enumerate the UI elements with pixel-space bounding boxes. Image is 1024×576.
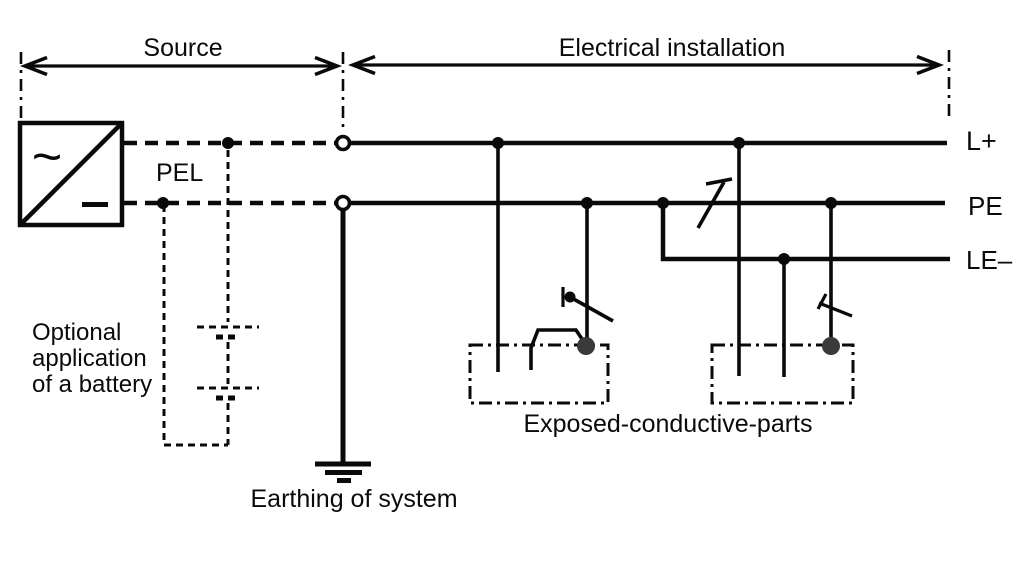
installation-region-label: Electrical installation: [559, 34, 786, 62]
le-minus-conductor: [660, 205, 950, 262]
earthing-label: Earthing of system: [250, 485, 457, 513]
earthing-of-system: Earthing of system: [250, 209, 458, 513]
arrow-left-icon: [20, 55, 48, 77]
junction-dot: [825, 197, 837, 209]
source-region-label: Source: [143, 34, 222, 62]
converter-diagonal: [20, 123, 122, 225]
pel-label: PEL: [156, 159, 203, 187]
junction-dot: [778, 253, 790, 265]
junction-dot: [657, 197, 669, 209]
terminal-circle: [334, 194, 352, 212]
boundary-markers: [19, 50, 951, 133]
main-conductors: L+ PE LE–: [350, 126, 1013, 275]
battery-note-line2: application: [32, 345, 147, 372]
right-bond-disconnector-icon: [816, 293, 853, 318]
junction-dot: [157, 197, 169, 209]
exposed-part-enclosure-left: [468, 343, 610, 405]
junction-dot: [581, 197, 593, 209]
l-plus-label: L+: [966, 126, 997, 156]
converter-box: [17, 120, 125, 228]
battery-note-line3: of a battery: [32, 371, 152, 398]
arrow-right-icon: [916, 54, 944, 76]
battery-note-line1: Optional: [32, 319, 121, 346]
le-minus-label: LE–: [966, 245, 1013, 275]
pe-label: PE: [968, 191, 1003, 221]
junction-dot: [492, 137, 504, 149]
junction-dot: [733, 137, 745, 149]
terminal-circle: [334, 134, 352, 152]
pel-link: PEL: [124, 134, 352, 212]
bonding-node: [577, 337, 595, 355]
ac-symbol: ~: [32, 128, 62, 186]
pe-disconnector-icon: [696, 177, 733, 229]
arrow-left-icon: [348, 54, 376, 76]
exposed-conductive-parts: Exposed-conductive-parts: [468, 328, 855, 438]
left-bond-disconnector-icon: [561, 287, 614, 323]
arrow-right-icon: [314, 55, 342, 77]
earth-icon: [315, 461, 371, 483]
branch-connections: [492, 137, 840, 377]
converter-symbol: ~: [17, 120, 125, 228]
disconnect-symbols: [561, 177, 853, 323]
source-span: Source: [20, 34, 342, 77]
exposed-parts-label: Exposed-conductive-parts: [523, 410, 812, 438]
bonding-node: [822, 337, 840, 355]
junction-dot: [222, 137, 234, 149]
equipment-frame-symbol: [529, 328, 588, 370]
optional-battery-branch: Optional application of a battery: [32, 150, 259, 447]
installation-span: Electrical installation: [348, 34, 944, 76]
